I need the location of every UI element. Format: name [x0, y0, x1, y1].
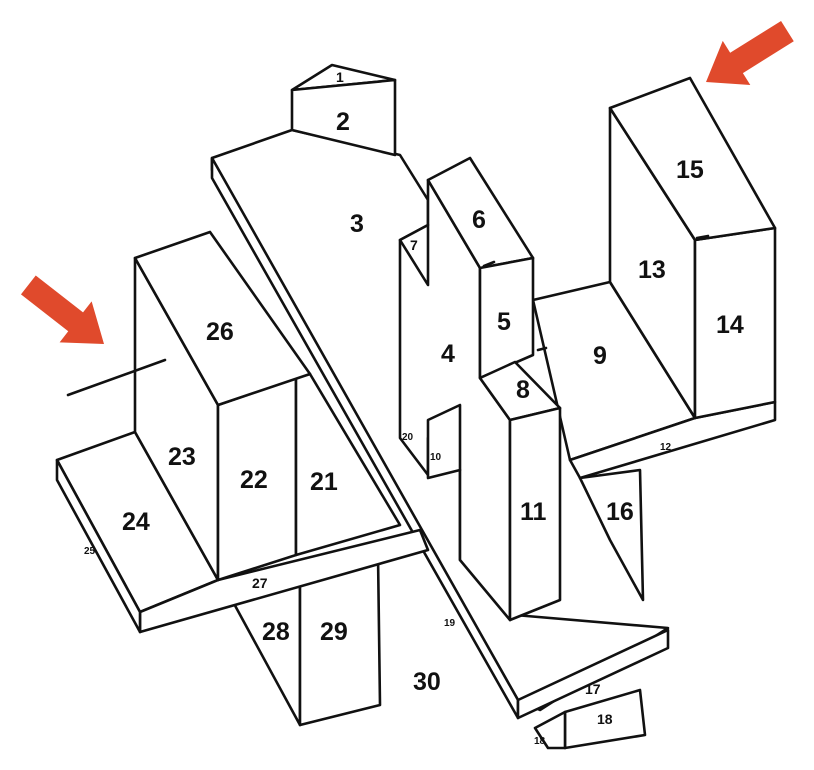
face-5 — [478, 256, 535, 380]
label-3: 3 — [350, 210, 364, 238]
face-12 — [568, 400, 777, 480]
label-18b: 18 — [597, 711, 613, 727]
face-17 — [516, 628, 670, 720]
arrow-right — [706, 20, 794, 85]
label-21: 21 — [310, 468, 338, 496]
tick-3 — [695, 234, 710, 240]
label-4: 4 — [441, 340, 455, 368]
label-16: 16 — [606, 498, 634, 526]
top-wedge — [290, 63, 397, 157]
face-18a — [533, 710, 567, 750]
label-18a: 18 — [534, 736, 546, 747]
label-15: 15 — [676, 156, 704, 184]
left-platform — [55, 430, 430, 634]
label-8: 8 — [516, 376, 530, 404]
tick-2 — [536, 346, 548, 352]
label-11: 11 — [520, 498, 547, 526]
center-block — [398, 156, 562, 622]
label-28: 28 — [262, 618, 290, 646]
label-17: 17 — [585, 681, 601, 697]
label-27: 27 — [252, 575, 268, 591]
label-10: 10 — [430, 452, 442, 463]
label-5: 5 — [497, 308, 511, 336]
label-26: 26 — [206, 318, 234, 346]
arrow-left — [20, 275, 104, 344]
label-30: 30 — [413, 668, 441, 696]
face-15 — [608, 76, 777, 242]
face-26 — [133, 230, 312, 407]
label-9: 9 — [593, 342, 607, 370]
right-shelf — [531, 76, 777, 480]
label-13: 13 — [638, 256, 666, 284]
label-7: 7 — [410, 237, 418, 253]
label-2: 2 — [336, 108, 350, 136]
face-10 — [426, 403, 462, 480]
label-22: 22 — [240, 466, 268, 494]
face-7 — [398, 223, 430, 287]
label-29: 29 — [320, 618, 348, 646]
label-23: 23 — [168, 443, 196, 471]
label-12: 12 — [660, 442, 672, 453]
face-labels: 1 2 3 4 5 6 7 8 9 10 11 12 13 14 15 16 1… — [84, 69, 744, 747]
annotation-line — [66, 358, 167, 397]
face-16 — [578, 468, 645, 602]
face-2 — [290, 78, 397, 157]
bottom-pieces — [533, 688, 647, 750]
face-11 — [508, 406, 562, 622]
label-24: 24 — [122, 508, 150, 536]
face-25 — [55, 458, 142, 634]
label-20: 20 — [402, 432, 414, 443]
label-6: 6 — [472, 206, 486, 234]
lower-legs — [230, 553, 382, 727]
label-14: 14 — [716, 311, 744, 339]
left-box — [133, 230, 402, 582]
label-1: 1 — [336, 69, 344, 85]
tick-1 — [482, 260, 496, 268]
label-19: 19 — [444, 618, 456, 629]
label-25: 25 — [84, 546, 96, 557]
